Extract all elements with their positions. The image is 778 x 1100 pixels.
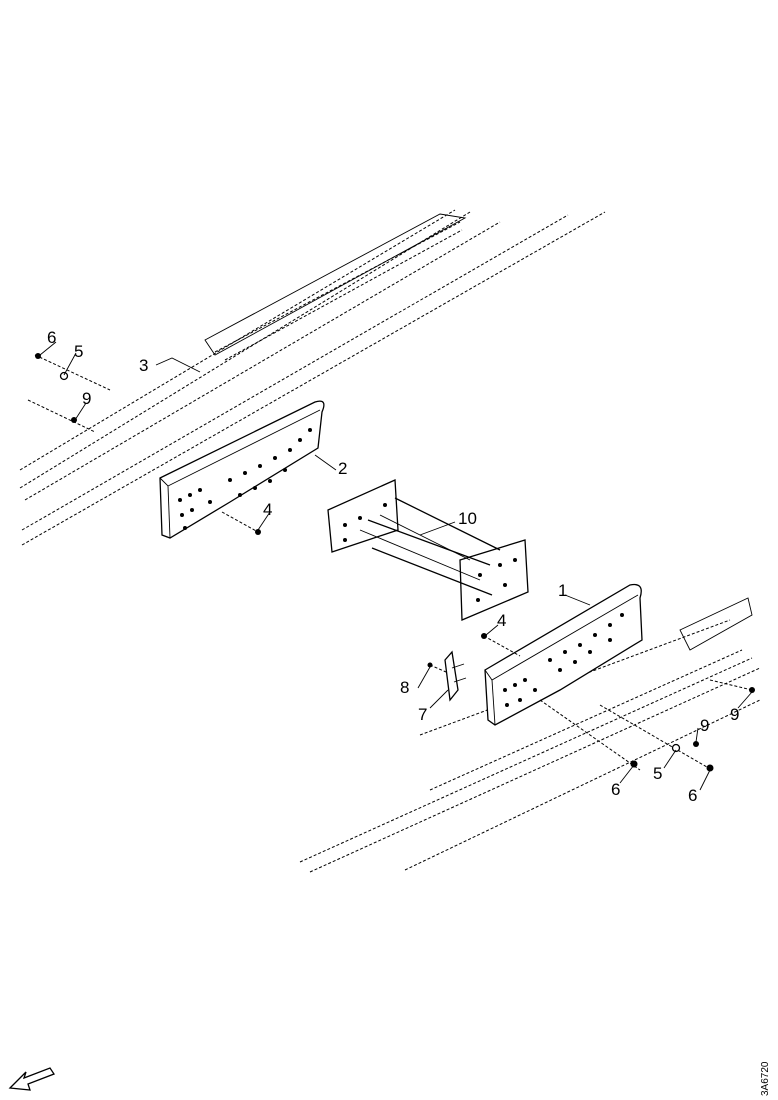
front-direction-arrow-icon <box>8 1067 55 1091</box>
callout-3: 3 <box>139 356 148 375</box>
callout-9-right: 9 <box>730 705 739 724</box>
right-bracket-plate <box>484 583 643 726</box>
fasteners <box>27 353 755 772</box>
callout-5-top: 5 <box>74 342 83 361</box>
lower-frame-rail <box>299 597 761 873</box>
leader-lines <box>39 341 753 791</box>
callout-4-right: 4 <box>497 611 506 630</box>
drawing-reference-id: 3A6720 <box>760 1061 771 1096</box>
upper-frame-rail <box>19 209 606 546</box>
callout-9-top: 9 <box>82 389 91 408</box>
callout-9-middle: 9 <box>700 716 709 735</box>
callout-6-top: 6 <box>47 328 56 347</box>
callout-1: 1 <box>558 581 567 600</box>
callout-2: 2 <box>338 459 347 478</box>
callout-7: 7 <box>418 705 427 724</box>
clamp-bracket <box>444 650 467 702</box>
cross-member <box>327 479 529 621</box>
callout-labels: 1 2 3 4 4 5 5 6 6 6 7 8 9 9 9 10 <box>47 328 739 805</box>
callout-8: 8 <box>400 678 409 697</box>
callout-10: 10 <box>458 509 477 528</box>
left-bracket-plate <box>159 400 325 539</box>
callout-5-bottom: 5 <box>653 764 662 783</box>
callout-4-left: 4 <box>263 500 272 519</box>
callout-6-bottom-right: 6 <box>688 786 697 805</box>
callout-6-bottom-left: 6 <box>611 780 620 799</box>
